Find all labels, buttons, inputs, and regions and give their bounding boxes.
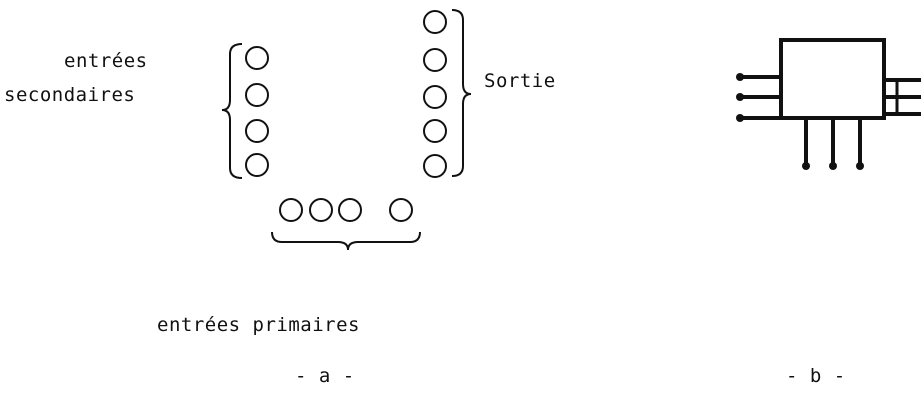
secondary-input-circle [245, 46, 269, 70]
secondary-inputs-label-line1: entrées [64, 50, 148, 72]
secondary-inputs-label-line2: secondaires [4, 84, 136, 106]
outputs-group [423, 10, 447, 178]
primary-inputs-label: entrées primaires [157, 314, 360, 336]
bottom-pin-dot [856, 162, 864, 170]
output-circle [423, 85, 447, 109]
output-label: Sortie [484, 70, 556, 92]
caption-b: - b - [786, 365, 846, 387]
output-circle [423, 119, 447, 143]
chip-body [779, 38, 886, 120]
left-pin-dot [736, 93, 744, 101]
caption-a: - a - [295, 365, 355, 387]
diagram-b-chip [736, 38, 921, 170]
bottom-pin-dot [829, 162, 837, 170]
secondary-inputs-brace [221, 43, 243, 179]
primary-inputs-brace [271, 231, 421, 251]
primary-input-circle [309, 198, 333, 222]
diagram-a [221, 9, 472, 251]
output-brace [451, 9, 472, 177]
output-circle [423, 10, 447, 34]
output-circle [423, 48, 447, 72]
bottom-pin-dot [802, 162, 810, 170]
secondary-input-circle [245, 119, 269, 143]
secondary-inputs-group [245, 46, 269, 177]
output-circle [423, 154, 447, 178]
primary-input-circle [389, 198, 413, 222]
left-pin-dot [736, 114, 744, 122]
secondary-input-circle [245, 83, 269, 107]
secondary-input-circle [245, 153, 269, 177]
primary-input-circle [279, 198, 303, 222]
right-pins [884, 78, 921, 116]
primary-input-circle [338, 198, 362, 222]
left-pin-dot [736, 73, 744, 81]
primary-inputs-group [279, 198, 413, 222]
